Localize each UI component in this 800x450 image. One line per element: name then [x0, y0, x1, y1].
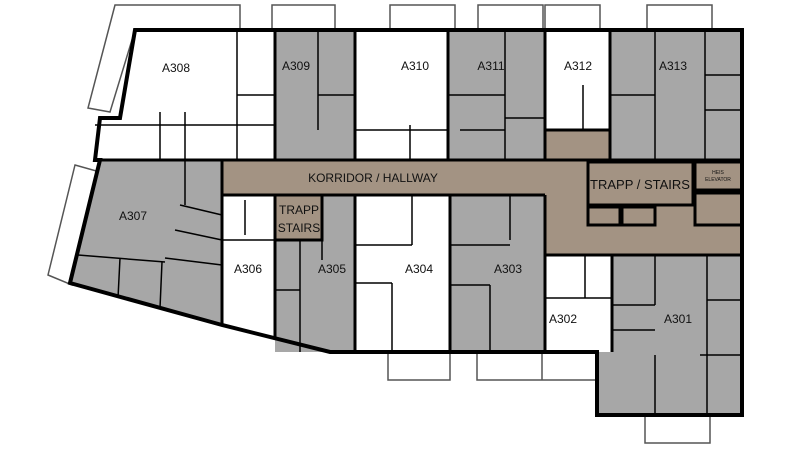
room-a306 [222, 195, 275, 335]
label-a311: A311 [477, 59, 504, 73]
label-a310: A310 [401, 59, 429, 73]
label-small-stairs-1: TRAPP [279, 203, 319, 217]
label-a307: A307 [119, 209, 147, 223]
label-a312: A312 [564, 59, 592, 73]
label-elevator-2: ELEVATOR [705, 177, 731, 183]
label-a313: A313 [659, 59, 687, 73]
room-a310 [355, 30, 448, 160]
label-a302: A302 [549, 312, 577, 326]
room-a312 [545, 30, 610, 130]
label-elevator-1: HEIS [712, 170, 724, 176]
exterior-wall [67, 28, 744, 417]
label-a301: A301 [664, 312, 692, 326]
label-a305: A305 [318, 262, 346, 276]
partitions [77, 30, 742, 415]
room-a308 [95, 30, 275, 160]
label-main-stairs: TRAPP / STAIRS [590, 177, 690, 192]
room-a302 [545, 255, 612, 352]
label-small-stairs-2: STAIRS [278, 221, 320, 235]
label-a308: A308 [162, 61, 190, 75]
label-a304: A304 [405, 262, 433, 276]
room-a301 [597, 255, 742, 415]
room-a307 [70, 160, 222, 325]
label-a303: A303 [494, 262, 522, 276]
label-a306: A306 [234, 262, 262, 276]
label-corridor: KORRIDOR / HALLWAY [308, 171, 438, 185]
label-a309: A309 [282, 59, 310, 73]
room-a304 [355, 195, 450, 352]
room-a303 [450, 195, 545, 352]
stairs-small [275, 195, 322, 240]
